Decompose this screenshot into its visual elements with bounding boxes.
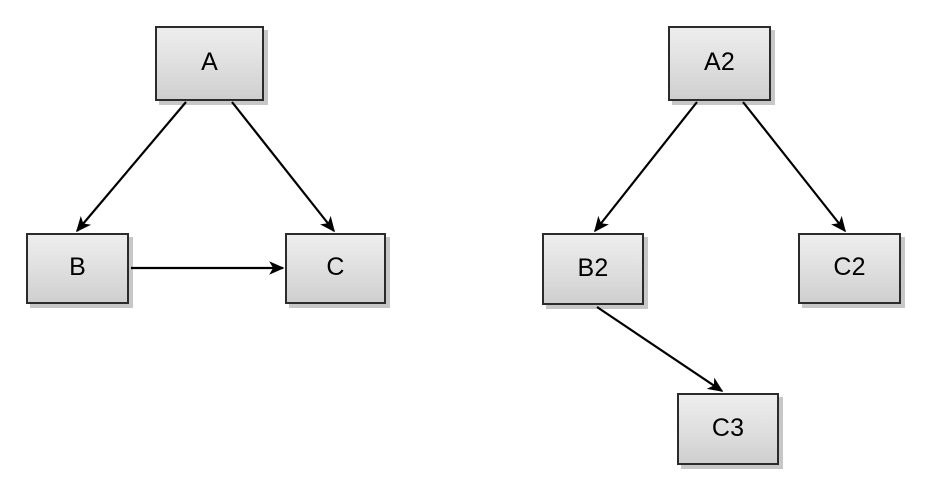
edge-a-b[interactable] [76,101,187,233]
node-label: C [326,253,345,281]
edge-a-c[interactable] [231,101,335,233]
edge-a2-b2[interactable] [594,101,698,233]
node-label: B [69,253,86,281]
node-label: C2 [833,253,866,281]
node-label: B2 [577,253,609,282]
node-label: A [201,48,218,76]
edges-group [76,101,846,392]
node-a[interactable]: A [155,26,264,101]
node-label: C3 [711,413,745,442]
node-c3[interactable]: C3 [677,393,779,465]
node-b[interactable]: B [26,233,129,304]
node-a2[interactable]: A2 [668,26,771,101]
node-b2[interactable]: B2 [542,233,644,305]
node-c2[interactable]: C2 [798,233,901,304]
edge-b2-c3[interactable] [596,306,724,392]
node-label: A2 [704,48,735,76]
node-c[interactable]: C [285,233,386,304]
edge-a2-c2[interactable] [742,101,846,233]
